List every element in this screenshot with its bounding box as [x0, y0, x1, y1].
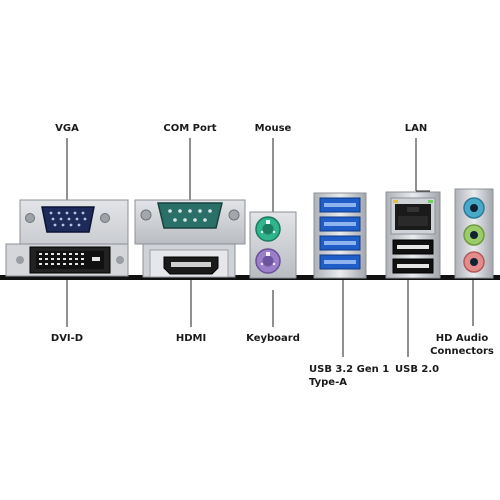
audio-jack-icon [463, 251, 485, 273]
label-hdmi: HDMI [175, 333, 207, 344]
label-vga: VGA [55, 123, 79, 134]
audio-jack-icon [463, 197, 485, 219]
label-hd-audio-line2: Connectors [430, 346, 494, 357]
usb3-stack [313, 192, 367, 279]
label-dvi-d: DVI-D [50, 333, 84, 344]
label-lan: LAN [404, 123, 428, 134]
usb3-port-icon [319, 235, 361, 251]
label-usb32-line2: Type-A [309, 377, 347, 388]
usb2-port-icon [392, 239, 434, 255]
label-keyboard: Keyboard [246, 333, 300, 344]
hdmi-port-icon [163, 256, 219, 275]
label-mouse: Mouse [254, 123, 292, 134]
audio-jack-icon [463, 224, 485, 246]
audio-stack [454, 188, 494, 279]
usb3-port-icon [319, 254, 361, 270]
ps2-keyboard-icon [255, 248, 281, 274]
usb3-port-icon [319, 197, 361, 213]
label-usb32-line1: USB 3.2 Gen 1 [309, 364, 390, 375]
dvi-port-icon [29, 246, 111, 274]
com-port-icon [140, 202, 240, 229]
label-hd-audio-line1: HD Audio [435, 333, 489, 344]
lan-usb2-stack [385, 191, 441, 279]
usb2-port-icon [392, 258, 434, 274]
leader-lines [66, 138, 474, 357]
label-com-port: COM Port [163, 123, 217, 134]
label-usb20: USB 2.0 [395, 364, 440, 375]
ps2-mouse-icon [255, 216, 281, 242]
usb3-port-icon [319, 216, 361, 232]
vga-port-icon [25, 206, 110, 233]
lan-port-icon [390, 197, 436, 235]
